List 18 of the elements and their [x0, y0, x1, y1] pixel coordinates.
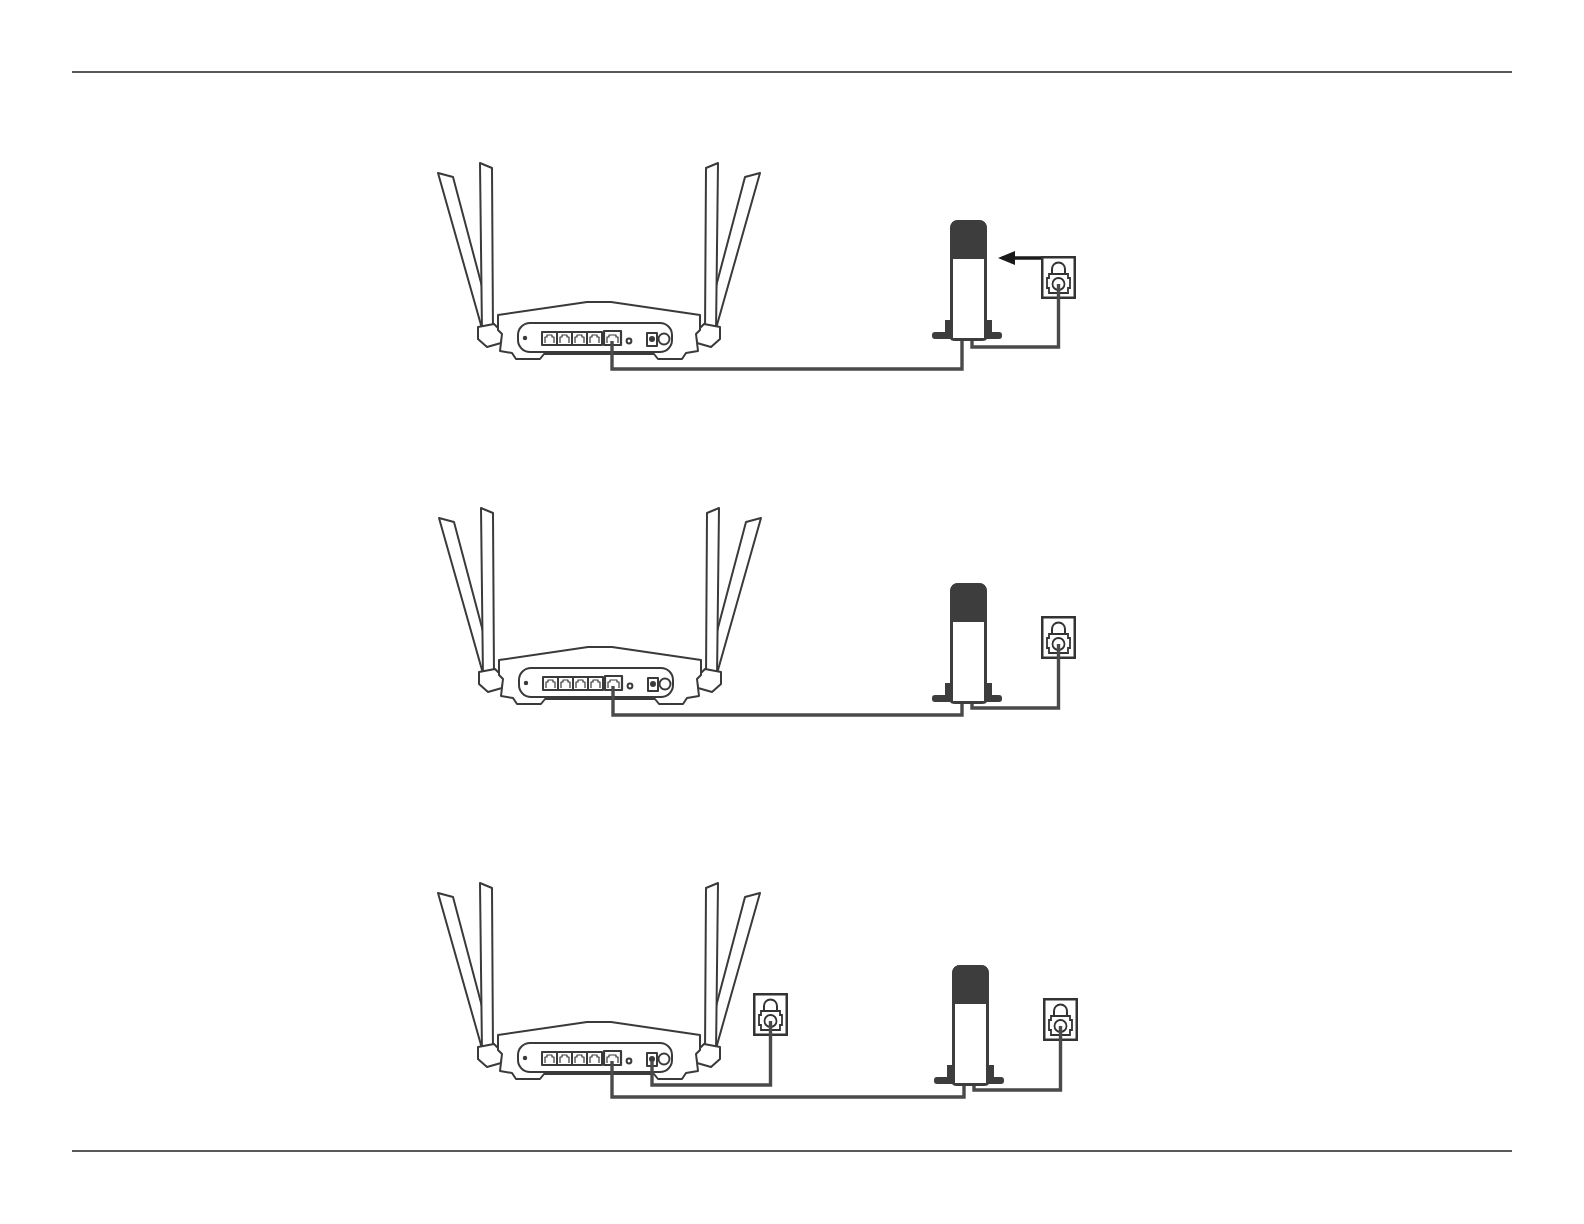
cable	[610, 1082, 966, 1099]
modem-drawing	[934, 965, 1004, 1086]
cable	[611, 704, 964, 717]
wall-socket-icon	[753, 993, 788, 1036]
cable	[650, 1036, 773, 1087]
cable	[610, 341, 964, 371]
wall-socket-icon	[1043, 998, 1078, 1041]
router-drawing	[437, 507, 763, 707]
wall-socket-icon	[1041, 256, 1076, 299]
cable	[970, 299, 1061, 349]
wall-socket-icon	[1041, 616, 1076, 659]
modem-drawing	[932, 583, 1002, 704]
cable	[972, 1041, 1063, 1092]
router-drawing	[436, 882, 762, 1082]
cable	[970, 659, 1061, 710]
modem-drawing	[932, 220, 1002, 341]
arrow	[998, 251, 1041, 265]
router-drawing	[436, 162, 762, 362]
